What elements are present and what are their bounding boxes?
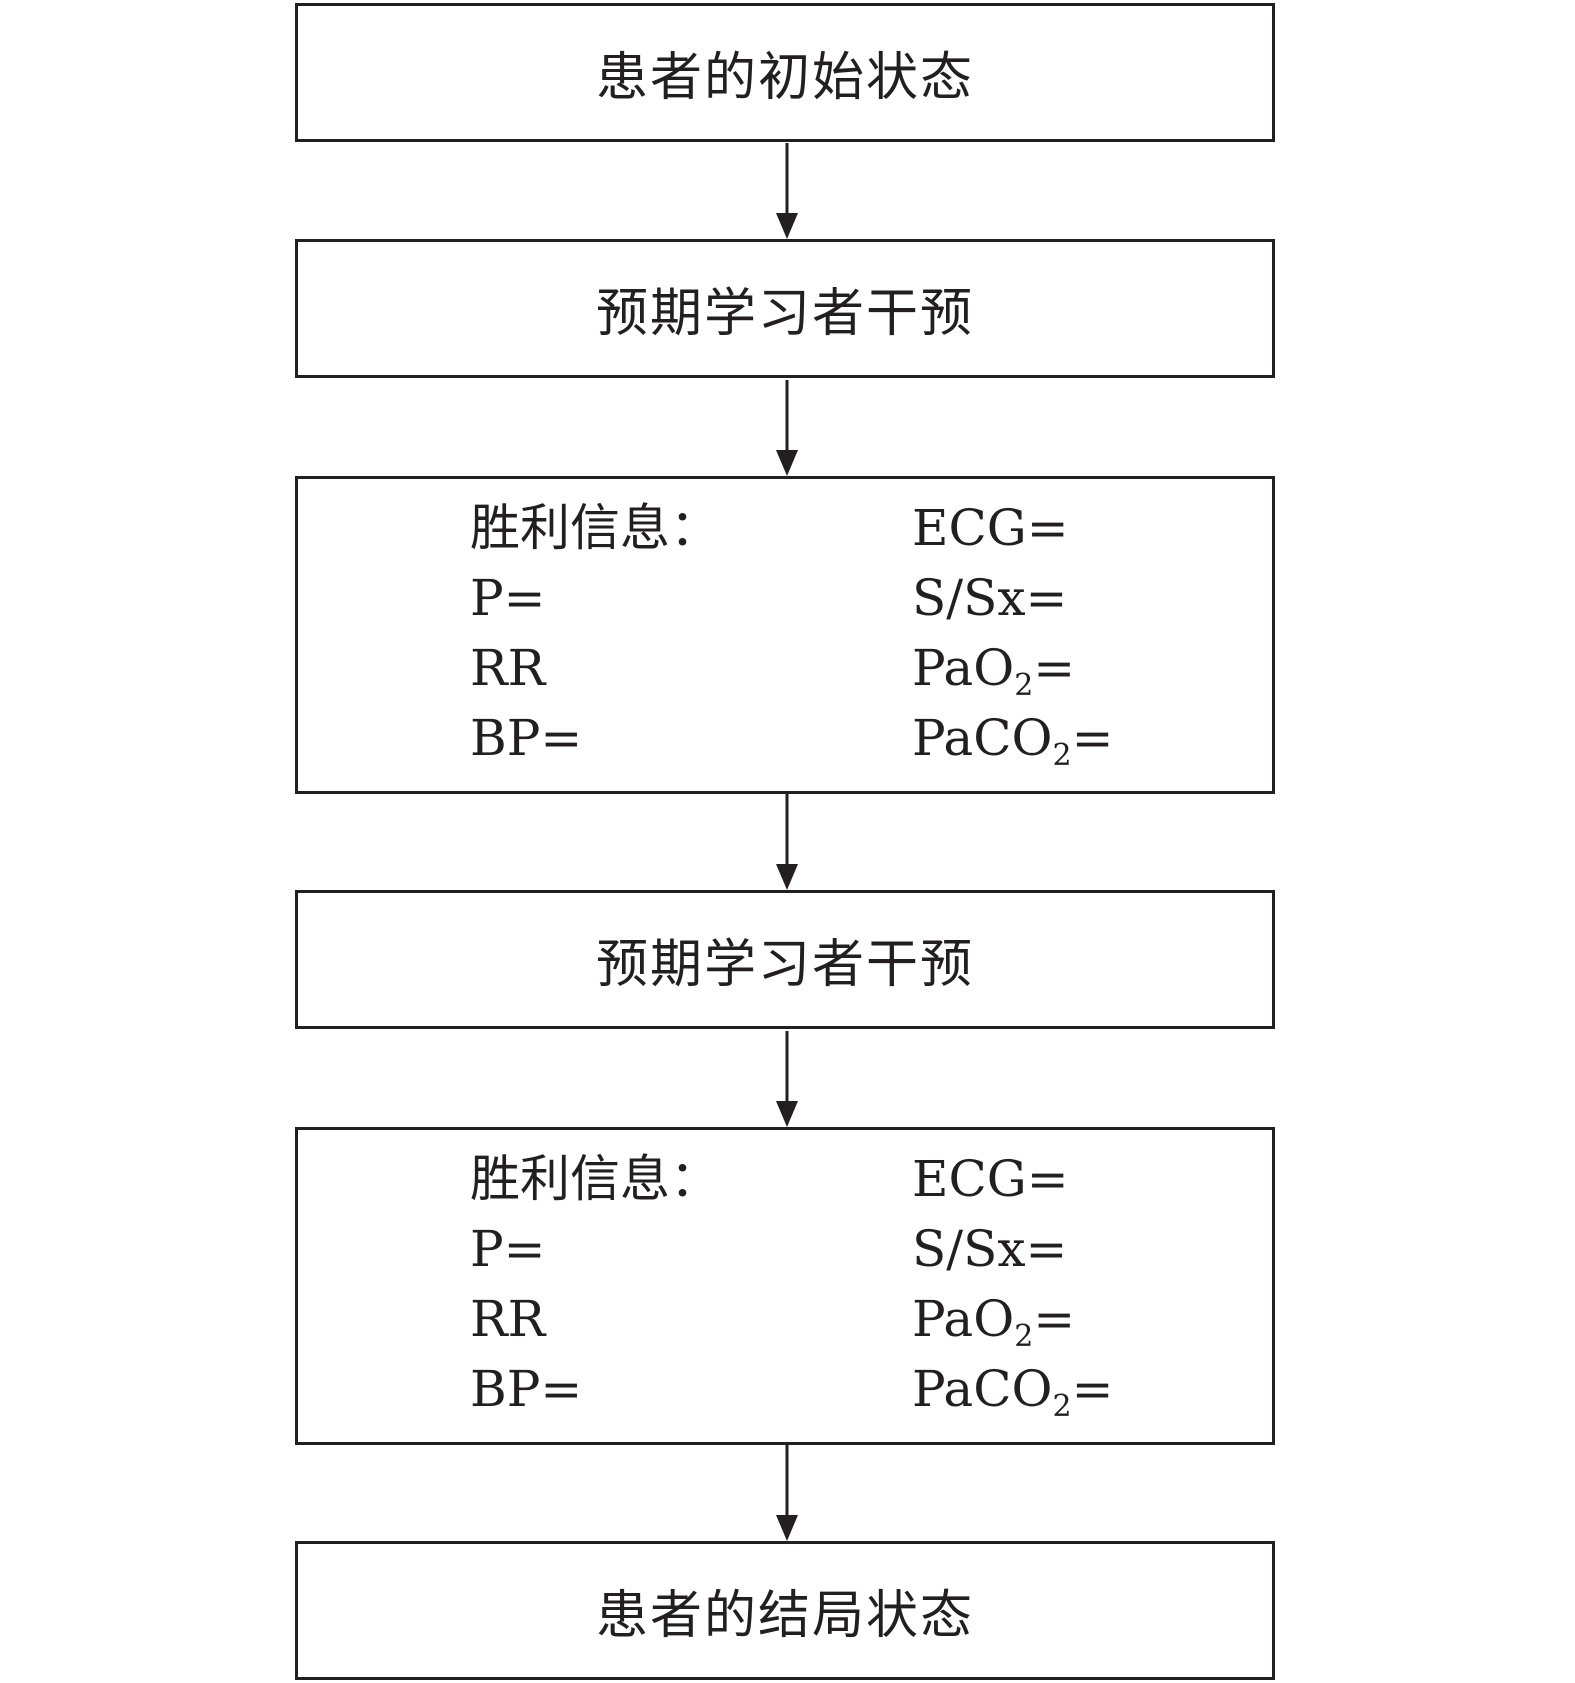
pao2-equals: = (1033, 1290, 1076, 1348)
pao2-field: PaO2= (912, 633, 1113, 703)
paco2-field: PaCO2= (912, 1354, 1113, 1424)
pao2-label: PaO (912, 639, 1015, 697)
respiratory-rate-field: RR (470, 639, 546, 697)
signs-symptoms-field: S/Sx= (912, 1220, 1068, 1278)
respiratory-rate-field: RR (470, 1290, 546, 1348)
intervention-box-1: 预期学习者干预 (295, 239, 1275, 378)
ecg-field: ECG= (912, 499, 1069, 557)
blood-pressure-field: BP= (470, 1360, 583, 1418)
paco2-label: PaCO (912, 1360, 1053, 1418)
paco2-label: PaCO (912, 709, 1053, 767)
pao2-equals: = (1033, 639, 1076, 697)
initial-state-label: 患者的初始状态 (595, 48, 974, 108)
outcome-state-label: 患者的结局状态 (595, 1586, 974, 1646)
arrow-2-to-3 (776, 380, 798, 476)
pao2-subscript: 2 (1014, 668, 1034, 703)
blood-pressure-field: BP= (470, 709, 583, 767)
initial-state-box: 患者的初始状态 (295, 3, 1275, 142)
pao2-field: PaO2= (912, 1284, 1113, 1354)
vitals-heading: 胜利信息： (470, 1150, 720, 1208)
vitals-heading: 胜利信息： (470, 499, 720, 557)
paco2-field: PaCO2= (912, 703, 1113, 773)
ecg-field: ECG= (912, 1150, 1069, 1208)
vitals-box-1: 胜利信息： P= RR BP= ECG= S/Sx= PaO2= PaCO2= (295, 476, 1275, 794)
paco2-subscript: 2 (1052, 738, 1072, 773)
intervention-label-2: 预期学习者干预 (595, 935, 974, 995)
vitals-left-column-2: 胜利信息： P= RR BP= (470, 1144, 720, 1424)
paco2-equals: = (1071, 709, 1114, 767)
signs-symptoms-field: S/Sx= (912, 569, 1068, 627)
arrow-4-to-5 (776, 1031, 798, 1127)
pao2-subscript: 2 (1014, 1319, 1034, 1354)
vitals-right-column-1: ECG= S/Sx= PaO2= PaCO2= (912, 493, 1113, 773)
paco2-equals: = (1071, 1360, 1114, 1418)
arrow-1-to-2 (776, 143, 798, 239)
paco2-subscript: 2 (1052, 1389, 1072, 1424)
pulse-field: P= (470, 569, 546, 627)
vitals-left-column-1: 胜利信息： P= RR BP= (470, 493, 720, 773)
arrow-5-to-6 (776, 1445, 798, 1541)
vitals-box-2: 胜利信息： P= RR BP= ECG= S/Sx= PaO2= PaCO2= (295, 1127, 1275, 1445)
intervention-box-2: 预期学习者干预 (295, 890, 1275, 1029)
pao2-label: PaO (912, 1290, 1015, 1348)
outcome-state-box: 患者的结局状态 (295, 1541, 1275, 1680)
intervention-label-1: 预期学习者干预 (595, 284, 974, 344)
arrow-3-to-4 (776, 794, 798, 890)
vitals-right-column-2: ECG= S/Sx= PaO2= PaCO2= (912, 1144, 1113, 1424)
pulse-field: P= (470, 1220, 546, 1278)
